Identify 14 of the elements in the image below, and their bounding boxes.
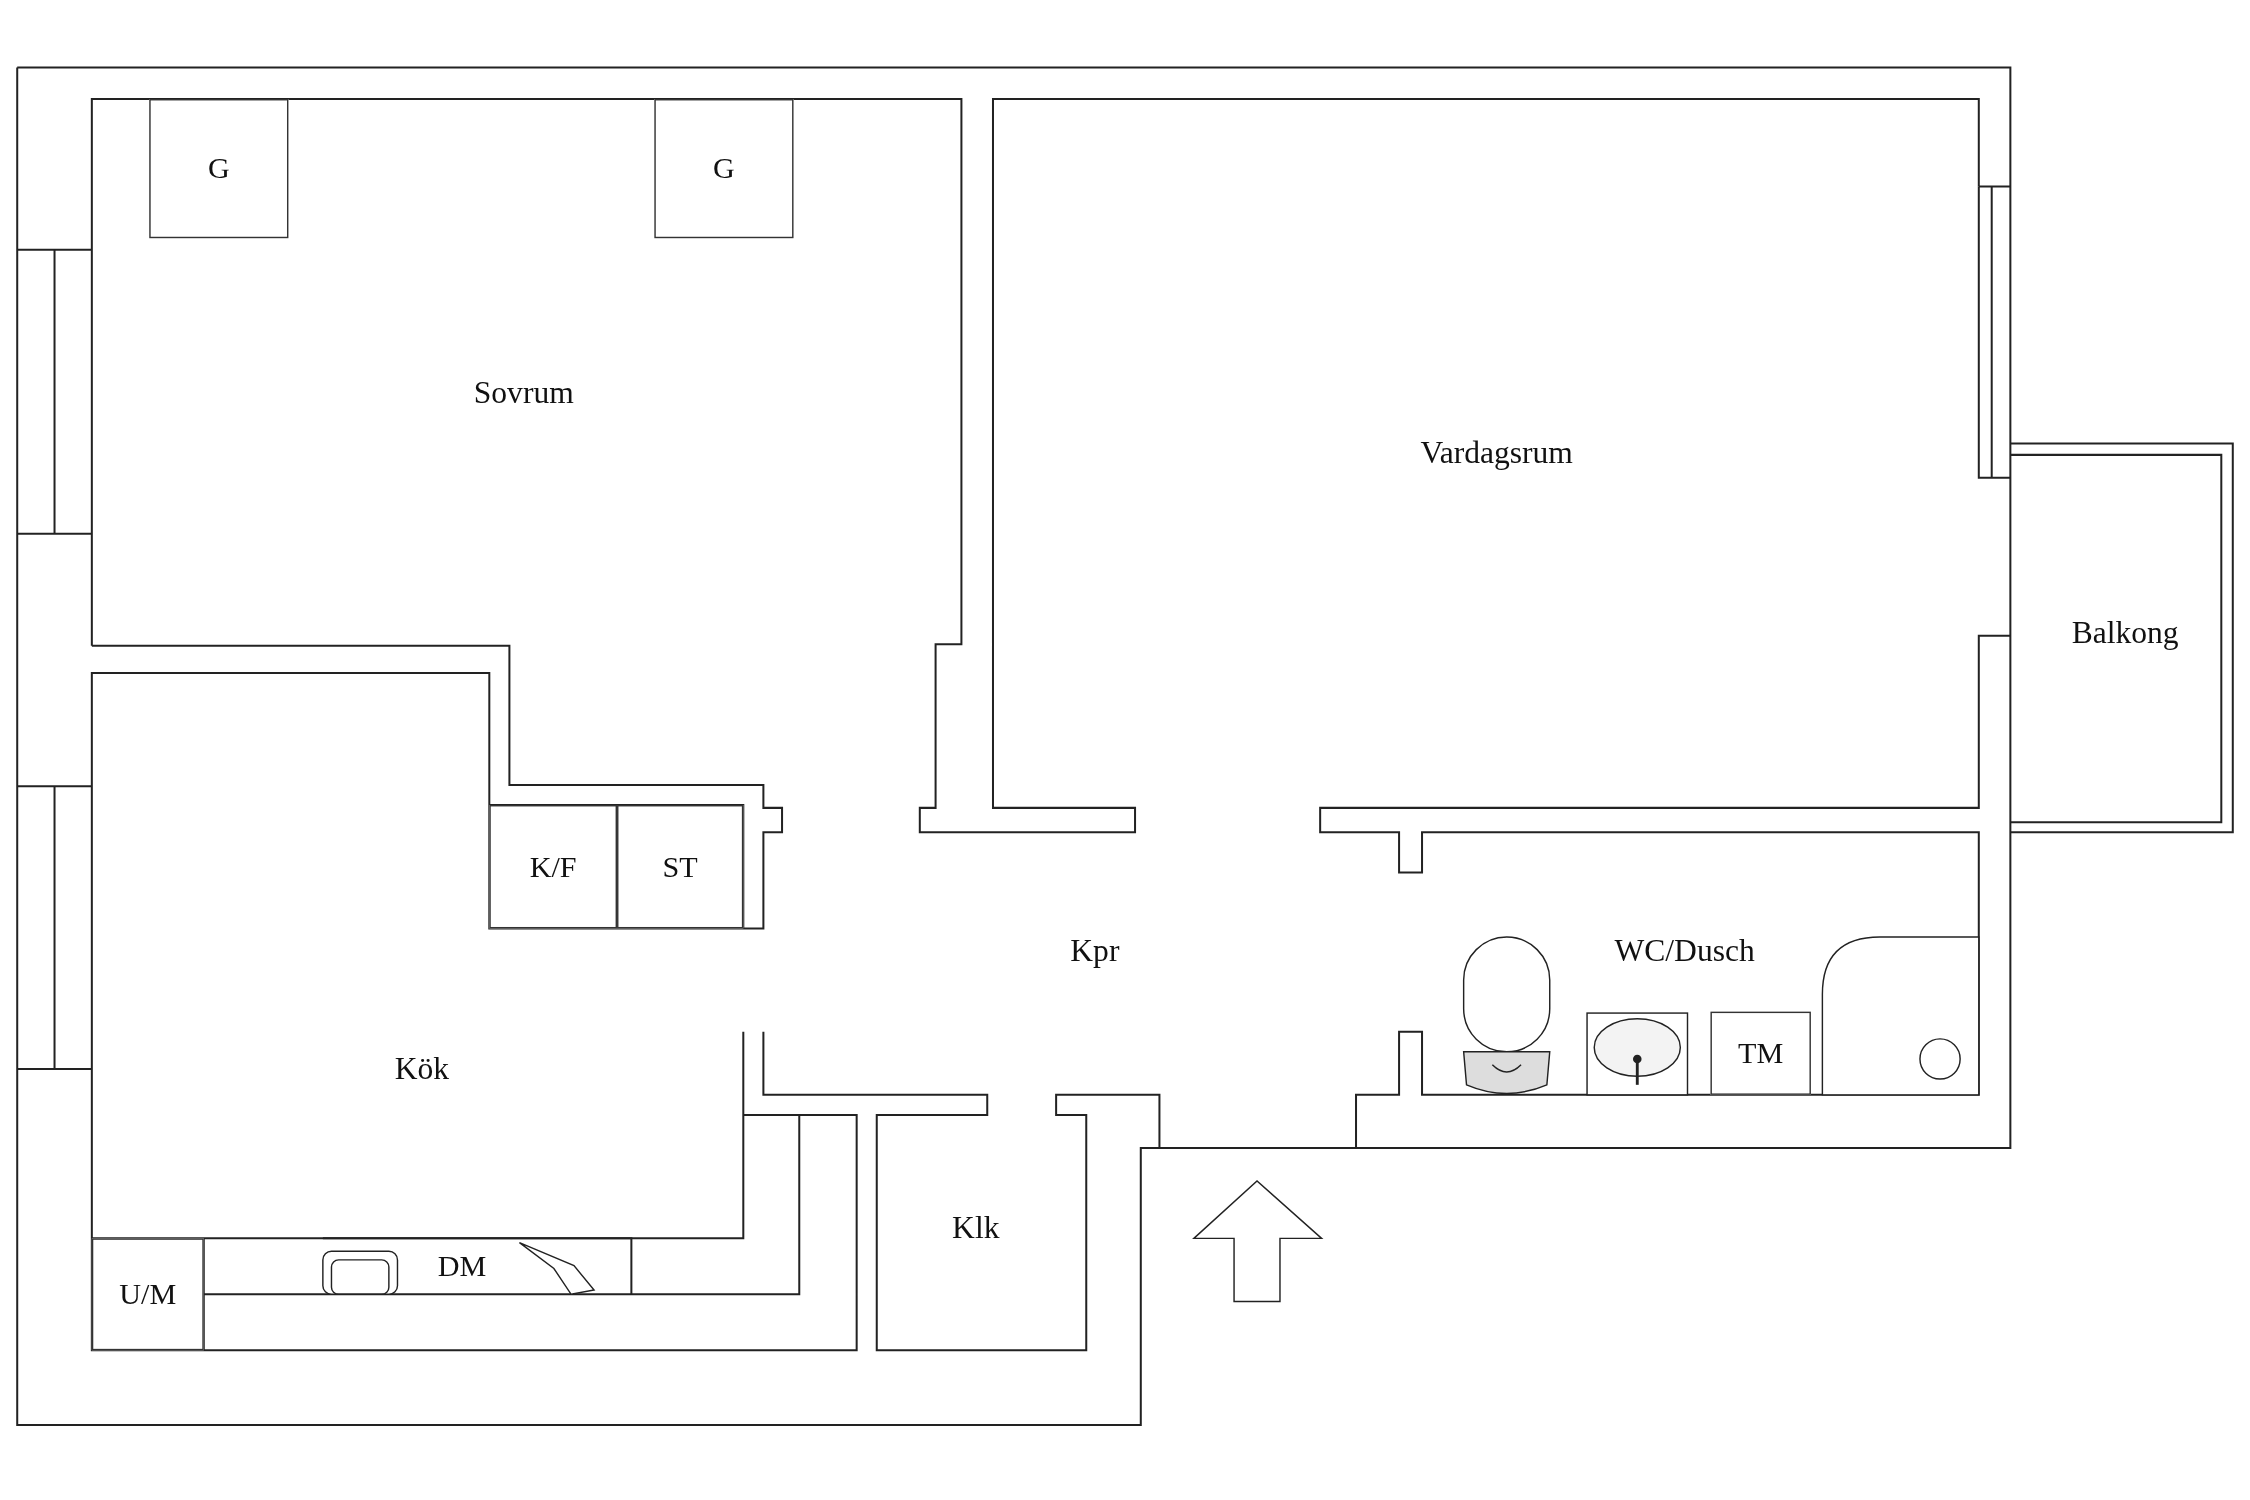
room-label: Kpr	[1070, 932, 1120, 971]
room-label: Kök	[394, 1050, 450, 1088]
room-label: Balkong	[2071, 614, 2179, 652]
appliance-label: DM	[406, 1238, 518, 1295]
room-label: Klk	[952, 1209, 1000, 1247]
fixture-box: TM	[1710, 1011, 1811, 1095]
fixture-box: G	[654, 99, 794, 239]
fixture-box: G	[149, 99, 289, 239]
fixture-box: K/F	[489, 805, 618, 929]
room-label: Sovrum	[473, 374, 574, 412]
room-label: Vardagsrum	[1420, 434, 1573, 473]
fixture-box: U/M	[91, 1238, 204, 1351]
fixture-box: ST	[617, 805, 744, 929]
room-label: WC/Dusch	[1614, 932, 1755, 971]
